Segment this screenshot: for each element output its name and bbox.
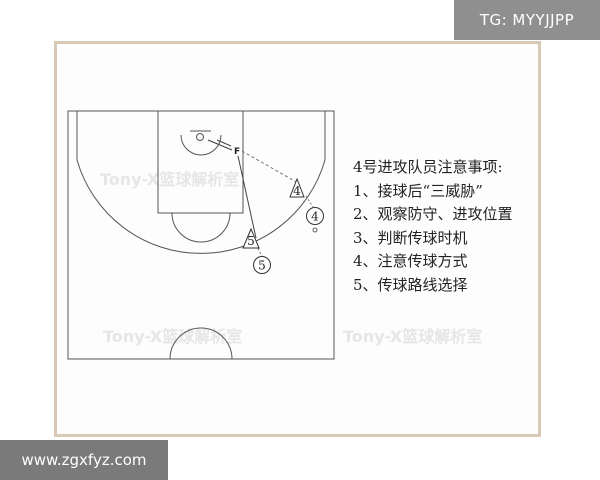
- defender-4-label: 4: [293, 184, 301, 198]
- watermark: Tony-X篮球解析室: [343, 327, 482, 346]
- notes-panel: 4号进攻队员注意事项: 1、接球后“三威胁” 2、观察防守、进攻位置 3、判断传…: [353, 156, 553, 297]
- defender-f-arm: [207, 139, 233, 151]
- site-url-badge: www.zgxfyz.com: [0, 440, 168, 480]
- diagram-frame: [54, 41, 541, 437]
- restricted-area-arc: [180, 134, 222, 156]
- note-item: 5、传球路线选择: [353, 275, 468, 294]
- watermark-tag: TG: MYYJJPP: [454, 0, 600, 40]
- watermark: Tony-X篮球解析室: [103, 327, 242, 346]
- pass-line: [237, 155, 257, 239]
- notes-title: 4号进攻队员注意事项:: [353, 158, 503, 176]
- offense-4-marker: [306, 207, 324, 225]
- offense-5-label: 5: [258, 259, 266, 273]
- dashed-connector: [305, 195, 314, 208]
- note-item: 2、观察防守、进攻位置: [353, 205, 513, 223]
- defender-f-arm: [216, 139, 232, 147]
- note-item: 3、判断传球时机: [353, 228, 468, 247]
- offense-5-marker: [253, 256, 271, 274]
- center-circle: [169, 327, 233, 360]
- defender-4-marker: [289, 177, 305, 198]
- dashed-cut-line: [241, 150, 299, 184]
- watermark: Tony-X篮球解析室: [100, 170, 239, 189]
- rim: [196, 133, 204, 141]
- defender-5-marker: [242, 227, 260, 249]
- free-throw-circle: [171, 212, 231, 243]
- court-boundary: [67, 110, 335, 360]
- note-item: 1、接球后“三威胁”: [353, 181, 483, 200]
- defender-5-label: 5: [247, 234, 255, 248]
- three-point-line: [76, 111, 326, 254]
- defender-f-label: F: [234, 147, 240, 157]
- paint-lane: [157, 110, 244, 214]
- ball-icon: [312, 227, 318, 233]
- note-item: 4、注意传球方式: [353, 252, 468, 270]
- offense-4-label: 4: [311, 210, 319, 224]
